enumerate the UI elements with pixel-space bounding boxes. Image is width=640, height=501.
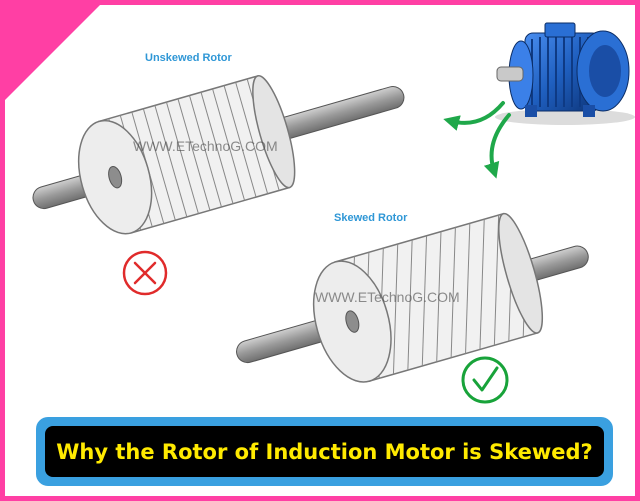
watermark-top: WWW.ETechnoG.COM bbox=[133, 138, 278, 154]
illustration bbox=[32, 22, 635, 404]
unskewed-rotor-label: Unskewed Rotor bbox=[145, 52, 232, 64]
unskewed-rotor bbox=[32, 74, 405, 235]
title-banner: Why the Rotor of Induction Motor is Skew… bbox=[36, 417, 613, 486]
title-banner-inner: Why the Rotor of Induction Motor is Skew… bbox=[45, 426, 604, 477]
cross-circle-icon bbox=[122, 250, 168, 296]
induction-motor-image bbox=[495, 22, 635, 125]
skewed-rotor-label: Skewed Rotor bbox=[334, 212, 408, 224]
skewed-rotor bbox=[236, 212, 589, 383]
corner-ribbon bbox=[5, 5, 100, 100]
check-circle-icon bbox=[461, 356, 509, 404]
watermark-bottom: WWW.ETechnoG.COM bbox=[315, 289, 460, 305]
banner-title: Why the Rotor of Induction Motor is Skew… bbox=[56, 439, 593, 464]
curved-arrows-icon bbox=[443, 101, 511, 179]
